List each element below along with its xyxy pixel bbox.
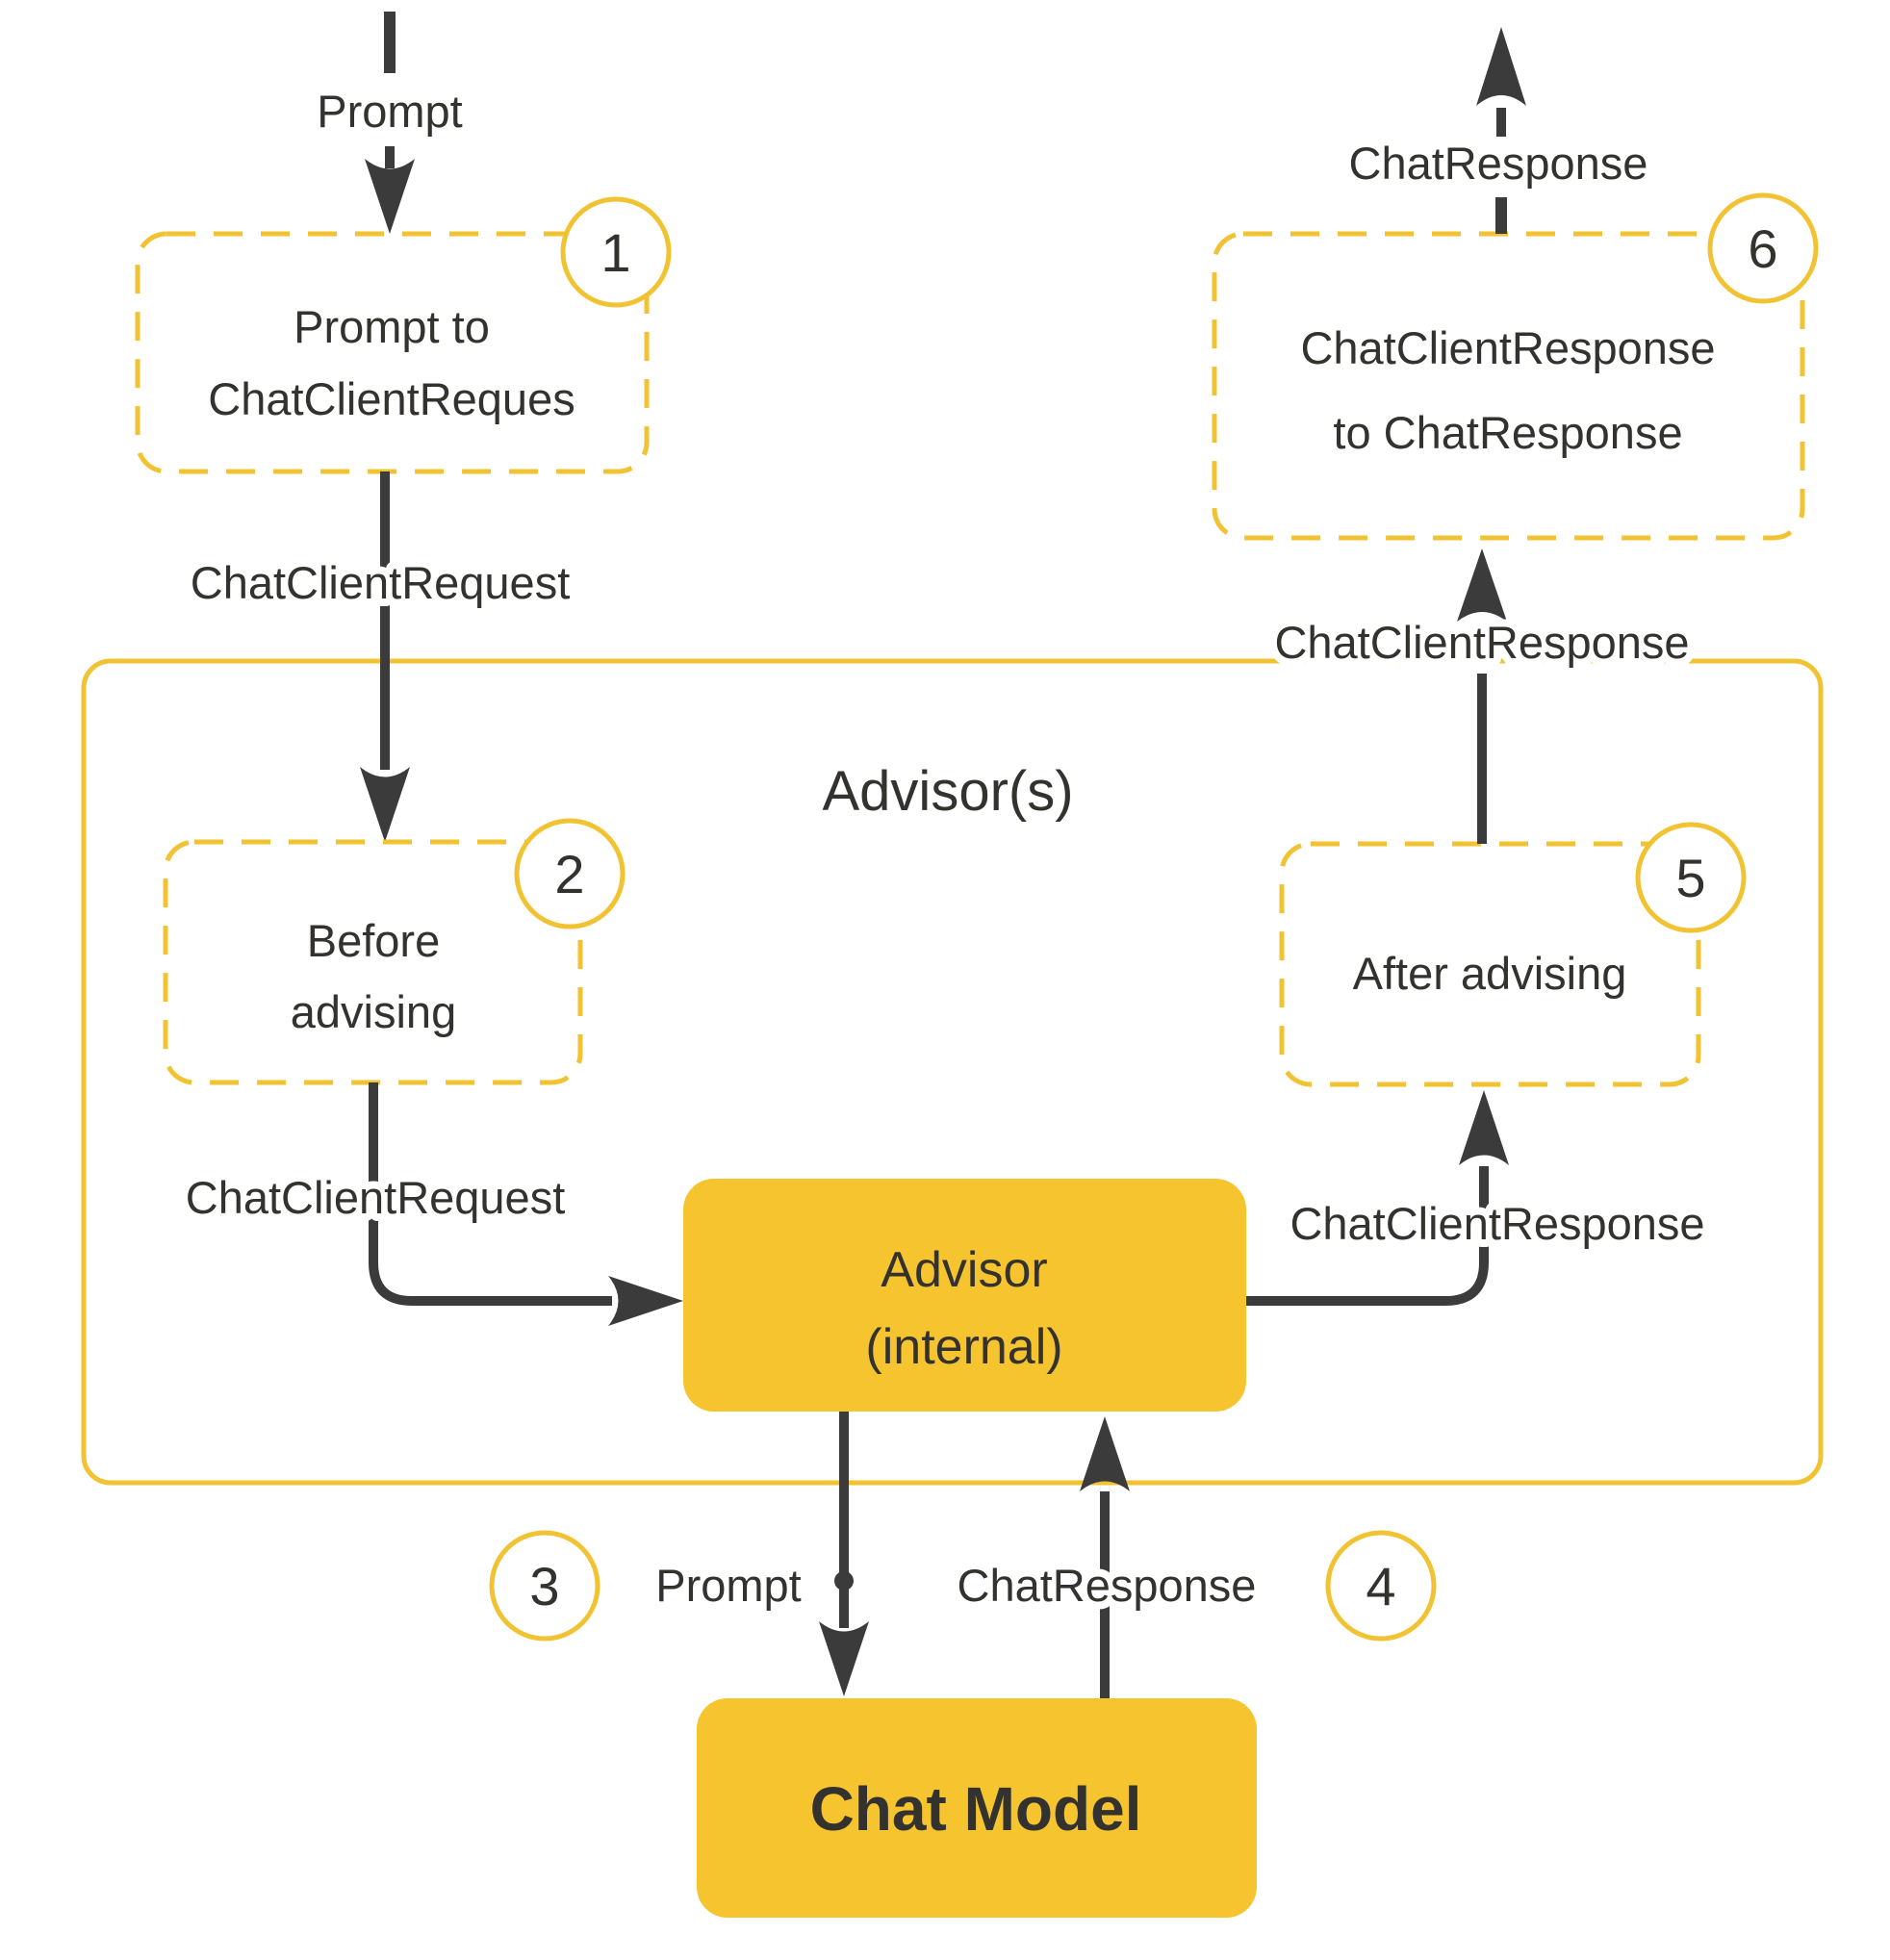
arrow-stem [369,1082,612,1306]
advisor-internal-line1: Advisor [881,1242,1047,1298]
advisor-internal-line2: (internal) [865,1319,1062,1375]
badge-2-number: 2 [554,844,584,904]
arrowhead-down-icon [365,159,415,234]
step6-box [1212,231,1805,541]
step6-line2: to ChatResponse [1333,407,1682,458]
arrowhead-down-icon [360,767,410,842]
badge-5-number: 5 [1675,848,1705,908]
badge-4 [1325,1530,1437,1642]
badge-2 [514,818,626,929]
chat-response-up-arrow [1080,1416,1130,1698]
arrowhead-up-icon [1476,27,1526,106]
step2-line2: advising [291,986,456,1037]
response-arrow-inner [1246,1090,1509,1306]
chat-response-out-arrow [1476,27,1526,137]
chat-client-request-outer-label: ChatClientRequest [191,557,571,608]
badge-1 [560,196,672,308]
arrowhead-up-icon [1080,1416,1130,1491]
step1-line1: Prompt to [294,301,490,352]
badge-4-number: 4 [1366,1556,1395,1616]
chat-client-response-inner-label: ChatClientResponse [1290,1198,1704,1249]
arrowhead-down-icon [819,1621,869,1696]
chat-client-request-inner-label: ChatClientRequest [186,1172,566,1223]
step6-line1: ChatClientResponse [1300,322,1715,373]
advisors-title: Advisor(s) [822,760,1073,823]
badge-6-number: 6 [1748,218,1777,279]
advisors-container [81,658,1824,1486]
chat-model-box [697,1698,1257,1918]
step1-line2: ChatClientReques [208,373,575,424]
prompt-down-arrow [819,1412,869,1696]
request-arrow-inner [369,1082,683,1326]
arrowhead-up-icon [1457,548,1507,622]
advisor-internal-box [683,1179,1246,1412]
request-arrow-outer [360,471,410,842]
badge-3 [489,1530,600,1642]
badge-1-number: 1 [600,222,630,283]
chat-model-label: Chat Model [810,1774,1142,1844]
prompt-down-label: Prompt [655,1560,802,1611]
badge-6 [1707,192,1819,304]
prompt-to-step1-arrow [365,146,415,234]
arrowhead-right-icon [608,1276,683,1326]
badge-3-number: 3 [529,1556,559,1616]
step5-box [1279,841,1701,1087]
step2-line1: Before [307,915,440,966]
prompt-dot [834,1571,854,1591]
chat-client-response-outer-label: ChatClientResponse [1274,617,1689,668]
step1-box [135,231,650,474]
prompt-in-label: Prompt [317,86,463,137]
arrowhead-up-icon [1459,1090,1509,1165]
step5-label: After advising [1353,948,1627,999]
chat-response-up-label: ChatResponse [958,1560,1257,1611]
badge-5 [1635,822,1747,933]
arrow-stem [1246,1166,1489,1306]
chat-response-out-label: ChatResponse [1349,138,1648,189]
response-arrow-outer [1457,548,1507,844]
